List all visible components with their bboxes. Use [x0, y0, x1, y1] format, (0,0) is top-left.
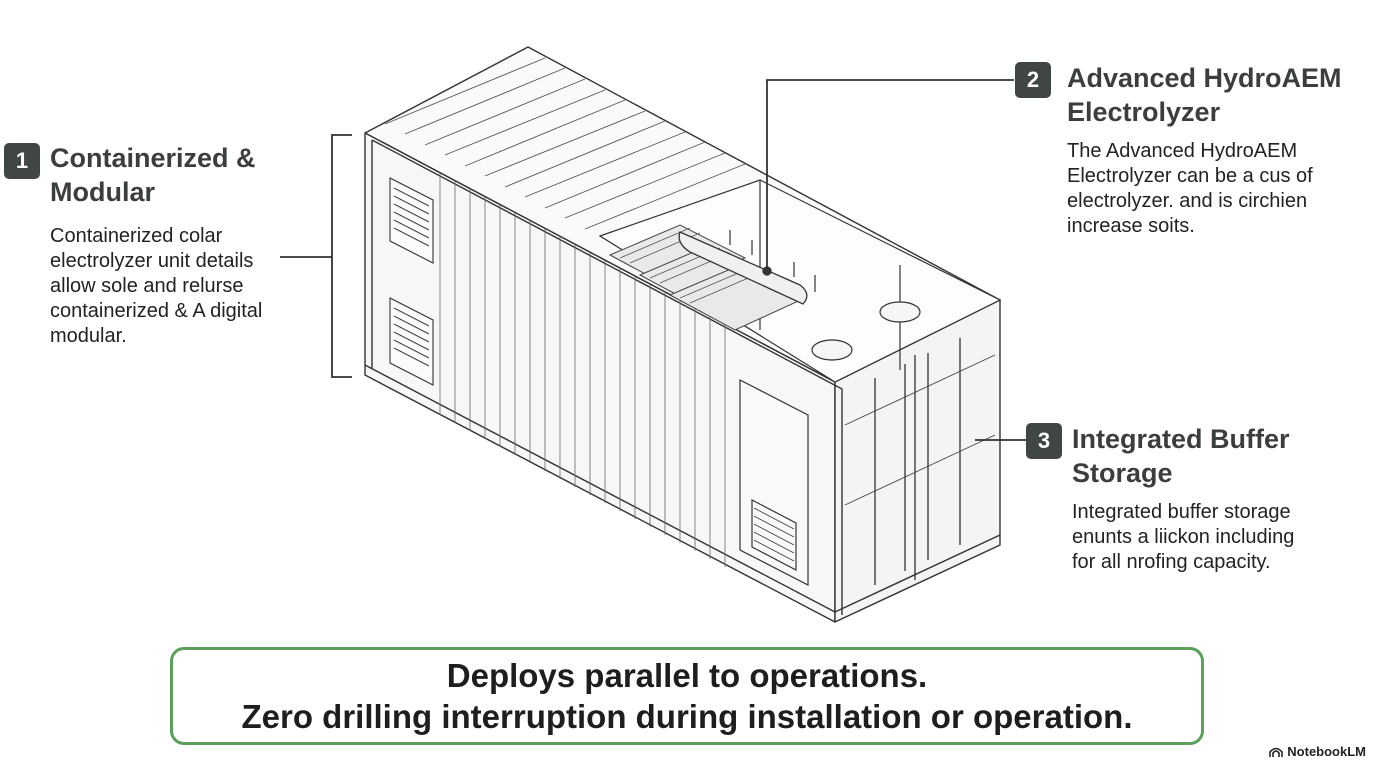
callout-title-line: Modular [50, 177, 155, 207]
callout-description-line: containerized & A digital [50, 300, 263, 322]
leader-callout-2 [766, 79, 1014, 270]
callout-title-line: Electrolyzer [1067, 97, 1221, 127]
callout-description-line: Containerized colar [50, 225, 223, 247]
callout-description-line: Electrolyzer can be a cus of [1067, 165, 1313, 187]
brand-name: NotebookLM [1287, 744, 1366, 759]
callout-title-line: Containerized & [50, 143, 256, 173]
callout-number-badge: 1 [4, 143, 40, 179]
callout-description: Containerized colar electrolyzer unit de… [50, 224, 290, 349]
callout-title-line: Integrated Buffer [1072, 424, 1290, 454]
callout-description-line: for all nrofing capacity. [1072, 551, 1271, 573]
brand-watermark: NotebookLM [1269, 744, 1366, 759]
callout-description-line: increase soits. [1067, 215, 1195, 237]
callout-description-line: allow sole and relurse [50, 275, 244, 297]
callout-number-badge: 2 [1015, 62, 1051, 98]
container-diagram [280, 46, 1026, 623]
callout-description-line: The Advanced HydroAEM [1067, 140, 1298, 162]
callout-number-badge: 3 [1026, 423, 1062, 459]
callout-title: Containerized & Modular [50, 141, 310, 209]
callout-description-line: enunts a liickon including [1072, 526, 1295, 548]
summary-banner: Deploys parallel to operations. Zero dri… [170, 647, 1204, 745]
summary-line-1: Deploys parallel to operations. [446, 657, 928, 694]
bracket-callout-1 [331, 134, 352, 378]
callout-description-line: Integrated buffer storage [1072, 501, 1291, 523]
callout-description: Integrated buffer storage enunts a liick… [1072, 500, 1332, 575]
callout-description: The Advanced HydroAEM Electrolyzer can b… [1067, 139, 1347, 239]
callout-title-line: Advanced HydroAEM [1067, 63, 1342, 93]
callout-title: Integrated Buffer Storage [1072, 422, 1362, 490]
callout-description-line: electrolyzer. and is circhien [1067, 190, 1308, 212]
callout-title: Advanced HydroAEM Electrolyzer [1067, 61, 1367, 129]
callout-description-line: modular. [50, 325, 127, 347]
notebooklm-logo-icon [1269, 747, 1284, 757]
summary-line-2: Zero drilling interruption during instal… [241, 698, 1133, 735]
callout-title-line: Storage [1072, 458, 1173, 488]
callout-description-line: electrolyzer unit details [50, 250, 254, 272]
